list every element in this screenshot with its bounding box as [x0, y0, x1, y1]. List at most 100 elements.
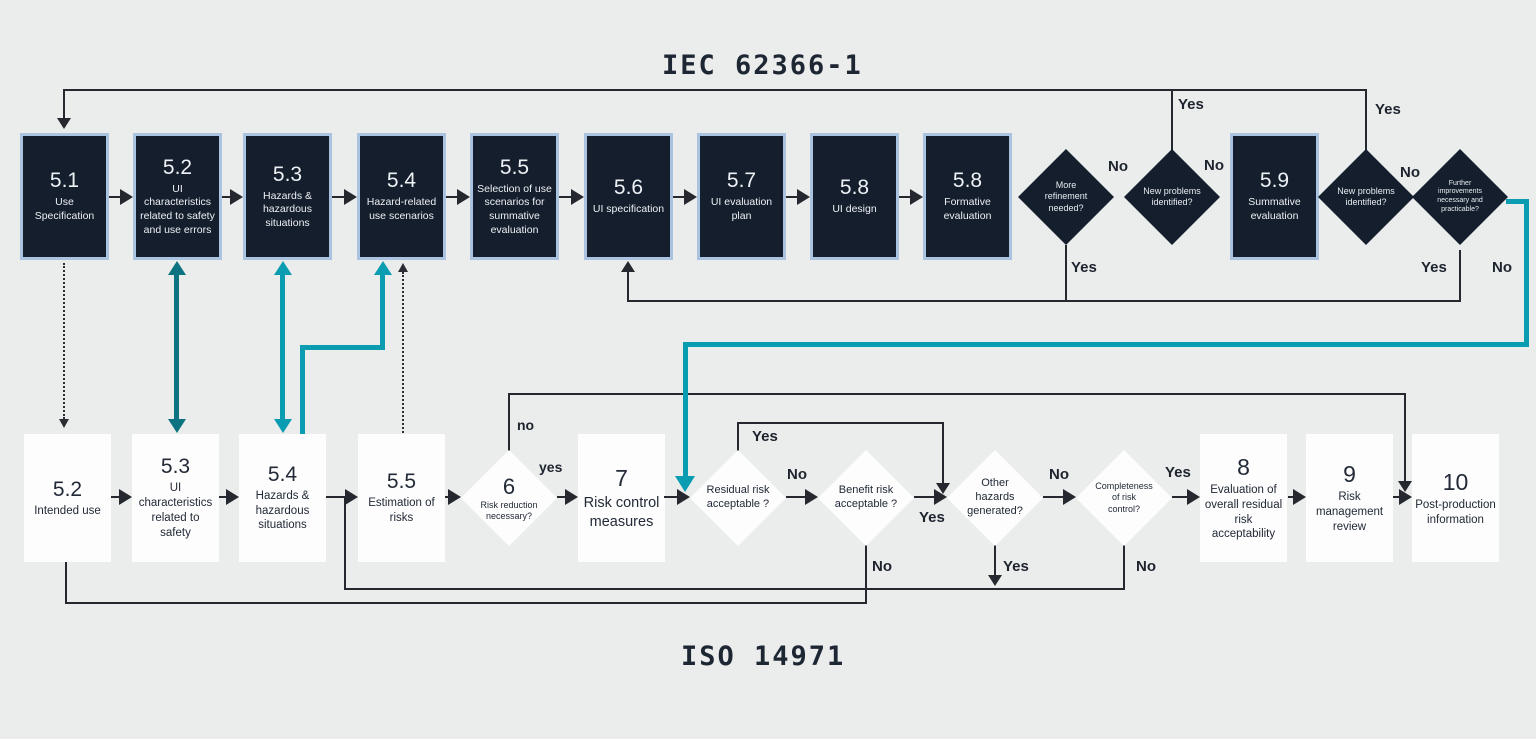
arrowhead-into-5.6 [621, 261, 635, 272]
connector-residual-yes-rise [737, 422, 739, 452]
iso-step-5.5-estimation: 5.5 Estimation of risks [358, 434, 445, 562]
connector-benefit-no-rise-5.2 [65, 562, 67, 604]
connector-5.2-5.3 [222, 196, 230, 198]
connector-other-yes-drop [994, 544, 996, 576]
label-yes-more-refinement: Yes [1071, 259, 1097, 276]
arrowhead-iso-d6-7 [565, 489, 578, 505]
step-number: 5.5 [386, 470, 417, 494]
step-number: 5.8 [839, 176, 870, 200]
label-yes-risk-reduction: yes [539, 459, 563, 475]
step-number: 7 [615, 464, 628, 491]
connector-newproblems1-yes-up [1171, 89, 1173, 150]
teal-link-5.2-5.3 [174, 274, 179, 421]
connector-5.7-5.8 [786, 196, 797, 198]
connector-iso-5.2-5.3 [111, 496, 119, 498]
decision-label: New problems identified? [1143, 185, 1201, 207]
step-label: Estimation of risks [368, 497, 435, 524]
step-label: Selection of use scenarios for summative… [477, 182, 552, 236]
connector-mid-feedback-horizontal [627, 300, 1460, 302]
step-label: Hazards & hazardous situations [255, 489, 310, 532]
arrowhead-iso-5.5-d6 [448, 489, 461, 505]
connector-iso-other-completeness [1043, 496, 1063, 498]
step-number: 5.5 [499, 155, 530, 179]
step-label: UI design [832, 203, 877, 216]
step-number: 5.1 [49, 169, 80, 193]
step-number: 5.8 [952, 169, 983, 193]
decision-label: More refinement needed? [1044, 180, 1088, 213]
step-label: Post-production information [1415, 498, 1496, 526]
connector-5.1-5.2 [109, 196, 120, 198]
step-label: Use Specification [34, 196, 95, 222]
arrowhead-other-yes-join [988, 575, 1002, 586]
label-no-further-improvements: No [1492, 259, 1512, 276]
teal-arrowhead-up-hazard-scenarios [374, 261, 392, 275]
arrowhead-iso-benefit-other [934, 489, 947, 505]
label-no-new-problems-2: No [1400, 164, 1420, 181]
label-no-completeness: No [1136, 558, 1156, 575]
connector-5.3-5.4 [332, 196, 344, 198]
connector-5.4-5.5 [446, 196, 457, 198]
arrowhead-residual-yes-join [936, 483, 950, 494]
step-number: 5.7 [726, 169, 757, 193]
connector-iso-benefit-other [914, 496, 934, 498]
title-iec-62366-1: IEC 62366-1 [662, 50, 863, 81]
arrowhead-5.1-5.2 [120, 189, 133, 205]
decision-number: 6 [502, 473, 516, 499]
connector-completeness-no-drop [1123, 544, 1125, 590]
connector-5.5-5.6 [559, 196, 571, 198]
label-yes-completeness: Yes [1165, 464, 1191, 481]
connector-iso-5.3-5.4 [219, 496, 226, 498]
step-label: Hazard-related use scenarios [366, 196, 437, 222]
connector-iso-5.5-d6 [445, 496, 448, 498]
connector-5.6-5.7 [673, 196, 684, 198]
connector-5.8-formative [899, 196, 910, 198]
teal-long-seg4 [683, 342, 688, 476]
teal-long-seg3 [683, 342, 1529, 347]
iec-decision-further-improvements: Further improvements necessary and pract… [1412, 149, 1508, 245]
iso-step-9-risk-management-review: 9 Risk management review [1306, 434, 1393, 562]
connector-refine-yes-down [1065, 245, 1067, 302]
connector-iso-5.4-5.5 [326, 496, 345, 498]
iso-decision-benefit-risk: Benefit risk acceptable ? [818, 450, 914, 546]
arrowhead-iso-8-9 [1293, 489, 1306, 505]
iec-step-5.3: 5.3 Hazards & hazardous situations [243, 133, 332, 260]
step-number: 5.2 [162, 155, 193, 179]
label-no-benefit-risk: No [872, 558, 892, 575]
teal-arrowhead-down-5.3 [168, 419, 186, 433]
iso-step-5.3-ui-characteristics: 5.3 UI characteristics related to safety [132, 434, 219, 562]
teal-elbow-v2 [380, 274, 385, 350]
step-number: 5.2 [52, 477, 83, 501]
iec-step-5.7: 5.7 UI evaluation plan [697, 133, 786, 260]
connector-residual-yes-horizontal [737, 422, 944, 424]
arrowhead-iso-5.3-5.4 [226, 489, 239, 505]
arrowhead-into-5.1 [57, 118, 71, 129]
step-number: 5.6 [613, 176, 644, 200]
connector-newproblems2-yes-up [1365, 89, 1367, 150]
dotted-link-estimation-to-5.4 [402, 272, 404, 433]
label-no-other-hazards: No [1049, 466, 1069, 483]
iec-step-5.8-ui-design: 5.8 UI design [810, 133, 899, 260]
arrowhead-iso-5.2-5.3 [119, 489, 132, 505]
connector-reduction-no-drop [1404, 393, 1406, 481]
iec-step-5.5: 5.5 Selection of use scenarios for summa… [470, 133, 559, 260]
iec-step-5.2: 5.2 UI characteristics related to safety… [133, 133, 222, 260]
iec-step-5.4: 5.4 Hazard-related use scenarios [357, 133, 446, 260]
step-number: 8 [1237, 453, 1250, 480]
arrowhead-5.3-5.4 [344, 189, 357, 205]
connector-top-feedback-horizontal [63, 89, 1367, 91]
label-yes-new-problems-2: Yes [1375, 101, 1401, 118]
teal-long-seg2 [1524, 199, 1529, 347]
teal-arrowhead-down-5.4 [274, 419, 292, 433]
step-label: Formative evaluation [943, 196, 992, 222]
arrowhead-iso-9-10 [1399, 489, 1412, 505]
iso-decision-residual-risk: Residual risk acceptable ? [690, 450, 786, 546]
connector-further-yes-down [1459, 250, 1461, 302]
label-yes-other-hazards: Yes [1003, 558, 1029, 575]
label-yes-residual-risk: Yes [752, 428, 778, 445]
connector-residual-yes-drop [942, 422, 944, 483]
iso-step-8-overall-residual: 8 Evaluation of overall residual risk ac… [1200, 434, 1287, 562]
label-yes-further-improvements: Yes [1421, 259, 1447, 276]
teal-elbow-v1 [300, 345, 305, 434]
teal-arrowhead-up-5.3 [274, 261, 292, 275]
